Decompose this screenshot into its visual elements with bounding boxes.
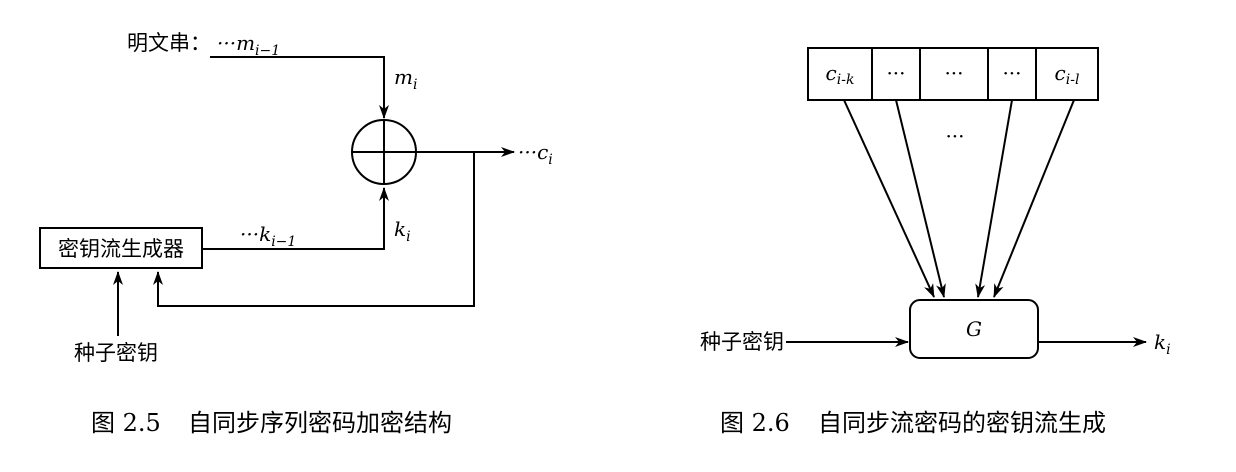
feedback-arrow bbox=[153, 152, 475, 307]
register-cell-3: ··· bbox=[944, 61, 963, 85]
register-arrow-4 bbox=[993, 99, 1075, 298]
figure-2-5-number: 图 2.5 bbox=[91, 409, 161, 437]
keystream-arrow bbox=[202, 187, 389, 250]
register-arrow-2 bbox=[895, 99, 946, 298]
plaintext-label: 明文串： bbox=[127, 31, 211, 55]
register-cell-4: ··· bbox=[1002, 61, 1021, 85]
keystream-generator-label: 密钥流生成器 bbox=[58, 237, 184, 261]
keystream-input-label: ki bbox=[394, 217, 411, 245]
keystream-stream-label: ···ki−1 bbox=[240, 222, 296, 250]
middle-dots: ··· bbox=[945, 124, 964, 148]
register-cell-2: ··· bbox=[886, 61, 905, 85]
ciphertext-output-label: ···ci bbox=[518, 140, 553, 168]
register-arrow-1 bbox=[843, 99, 935, 298]
register-cell-5: ci-l bbox=[1055, 61, 1080, 88]
plaintext-arrow bbox=[210, 56, 389, 119]
figure-2-6-caption: 自同步流密码的密钥流生成 bbox=[818, 409, 1106, 437]
plaintext-stream-label: ···mi−1 bbox=[217, 31, 280, 59]
keystream-output-label: ki bbox=[1154, 330, 1171, 358]
figure-self-sync-encryption: 明文串： ···mi−1 mi ···ci 密钥流生成器 ···ki−1 ki … bbox=[39, 31, 553, 437]
seed-key-label-left: 种子密钥 bbox=[74, 341, 158, 365]
figure-2-5-caption: 自同步序列密码加密结构 bbox=[188, 409, 452, 437]
xor-icon bbox=[351, 119, 417, 185]
register-arrow-3 bbox=[975, 99, 1013, 298]
register-cell-1: ci-k bbox=[826, 61, 855, 88]
g-function-box bbox=[909, 299, 1039, 359]
plaintext-input-label: mi bbox=[394, 65, 417, 93]
keystream-generator-box bbox=[39, 227, 203, 269]
shift-register bbox=[807, 47, 1099, 101]
figure-self-sync-keystream: ci-k ··· ··· ··· ci-l ··· G 种子密钥 ki 图 2.… bbox=[700, 47, 1171, 437]
seed-key-label-right: 种子密钥 bbox=[700, 330, 784, 354]
g-function-label: G bbox=[966, 317, 982, 341]
figure-2-6-number: 图 2.6 bbox=[720, 409, 790, 437]
